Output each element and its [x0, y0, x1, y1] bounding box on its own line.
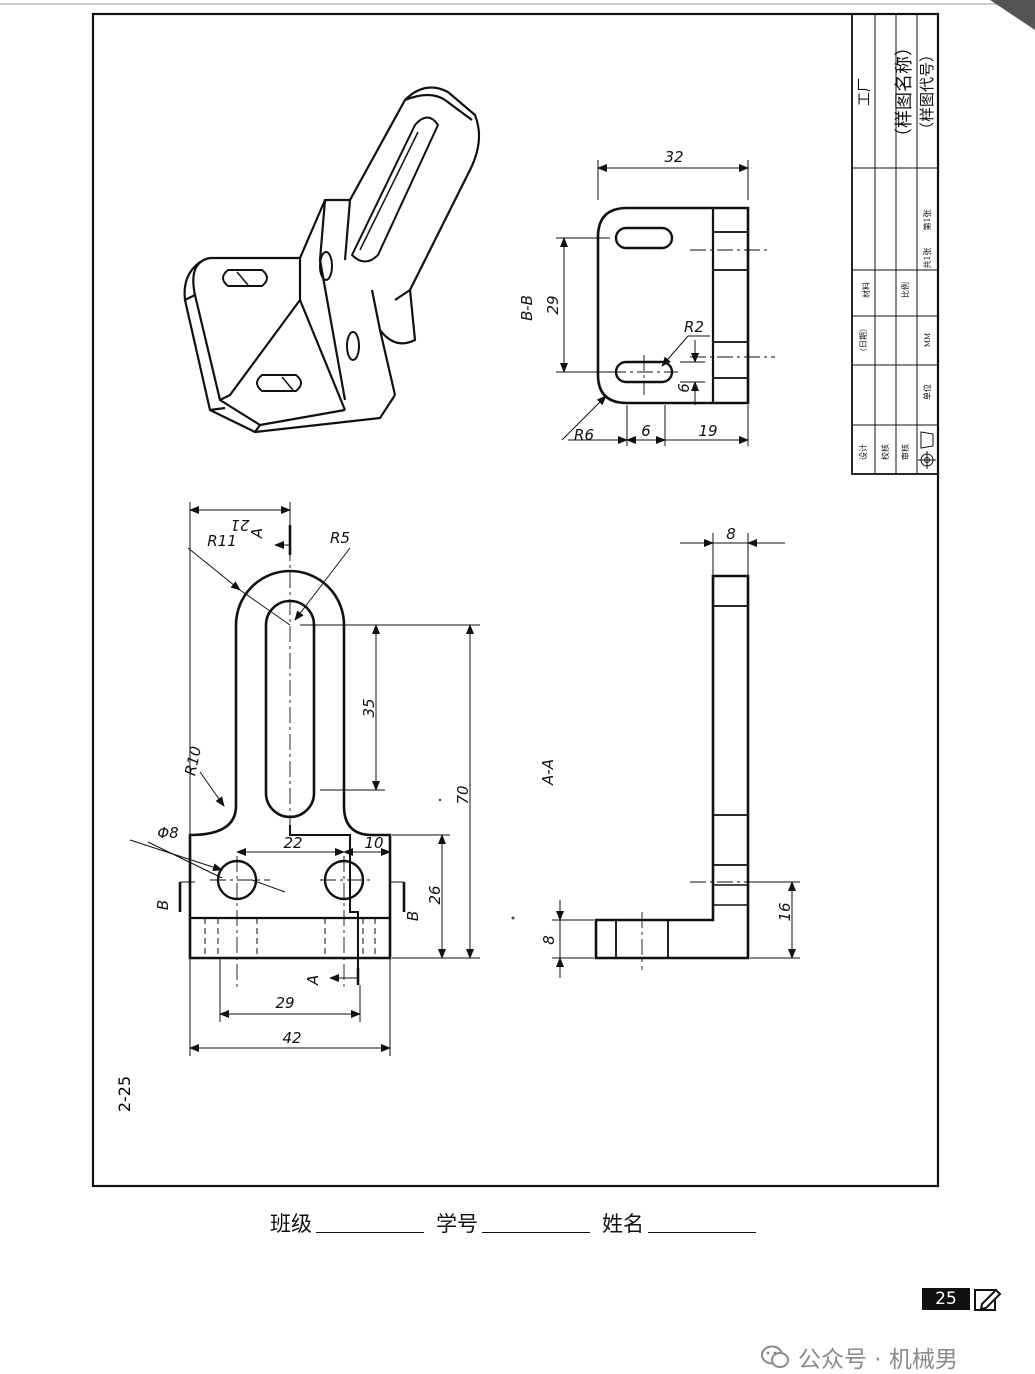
cut-a-top-label: A: [248, 528, 266, 539]
material-label: 材料: [861, 282, 871, 298]
dim-bb-r6: R6: [574, 426, 594, 444]
sheet-no-text: 第1张: [922, 209, 932, 230]
dim-bb-6-vertical: 6: [675, 383, 693, 393]
class-label: 班级: [270, 1212, 312, 1236]
border-frame: [91, 12, 940, 1188]
section-bb-view: B-B 32 29 R2: [518, 148, 775, 446]
student-no-blank[interactable]: [482, 1208, 590, 1233]
name-label: 姓名: [602, 1212, 644, 1236]
sheets-total-text: 共1张: [923, 247, 932, 268]
dim-bb-19: 19: [698, 422, 717, 440]
cut-a-bottom-label: A: [304, 975, 322, 986]
cut-b-left-label: B: [154, 900, 172, 910]
dim-fv-22: 22: [283, 834, 302, 852]
dim-fv-42: 42: [282, 1029, 301, 1047]
dim-aa-8-top: 8: [726, 525, 736, 543]
aa-view-label: A-A: [539, 759, 557, 786]
unit-label: 单位: [922, 384, 932, 400]
watermark: 公众号 · 机械男: [760, 1340, 958, 1374]
page-number: 25: [922, 1288, 970, 1310]
dim-bb-height: 29: [544, 295, 562, 314]
student-no-label: 学号: [436, 1212, 478, 1236]
dim-aa-8-side: 8: [540, 935, 558, 945]
page-corner-curl: [990, 0, 1035, 30]
dim-fv-29: 29: [275, 994, 294, 1012]
name-blank[interactable]: [648, 1208, 756, 1233]
isometric-view: [183, 86, 481, 434]
speck: [511, 916, 515, 920]
checker-label: 校核: [880, 444, 890, 460]
dim-aa-16: 16: [776, 902, 794, 921]
title-block: 工厂 （样图名称） （样图代号） （日期） 材料 比例 共1张 第1张 设计 校…: [851, 13, 939, 475]
designer-label: 设计: [858, 444, 868, 460]
projection-symbol-icon: [918, 431, 936, 469]
dim-fv-21: 21: [230, 516, 249, 534]
watermark-text: 公众号 · 机械男: [798, 1347, 958, 1373]
front-view: A A B B 21 R11 R5 35 70 R10: [129, 502, 480, 1056]
dim-fv-70: 70: [454, 785, 472, 804]
factory-text: 工厂: [857, 78, 873, 106]
dim-bb-r2: R2: [684, 318, 704, 336]
student-info-footer: 班级 学号 姓名: [270, 1208, 768, 1238]
cut-b-right-label: B: [404, 911, 422, 921]
dim-bb-width: 32: [664, 148, 683, 166]
dim-fv-r5: R5: [330, 529, 350, 547]
wechat-icon: [761, 1345, 789, 1368]
bb-view-label: B-B: [518, 295, 536, 321]
reviewer-label: 审核: [900, 444, 910, 460]
class-blank[interactable]: [316, 1208, 424, 1233]
unit-value: MM: [924, 333, 932, 347]
dim-fv-26: 26: [426, 885, 444, 904]
section-aa-view: A-A 8 16 8: [539, 525, 800, 978]
date-label: （日期）: [859, 324, 868, 356]
dim-fv-phi8: Φ8: [157, 824, 178, 842]
dim-bb-6-bottom: 6: [641, 422, 651, 440]
drawing-code-text: （样图代号）: [918, 47, 936, 137]
dim-fv-35: 35: [360, 698, 378, 717]
dim-fv-r10: R10: [181, 745, 205, 778]
pencil-icon: [974, 1288, 1002, 1311]
scale-label: 比例: [900, 282, 910, 298]
dim-fv-r11: R11: [207, 532, 237, 550]
dim-fv-10: 10: [364, 834, 383, 852]
drawing-name-text: （样图名称）: [894, 38, 915, 146]
exercise-number: 2-25: [115, 1076, 134, 1112]
speck: [438, 798, 442, 802]
